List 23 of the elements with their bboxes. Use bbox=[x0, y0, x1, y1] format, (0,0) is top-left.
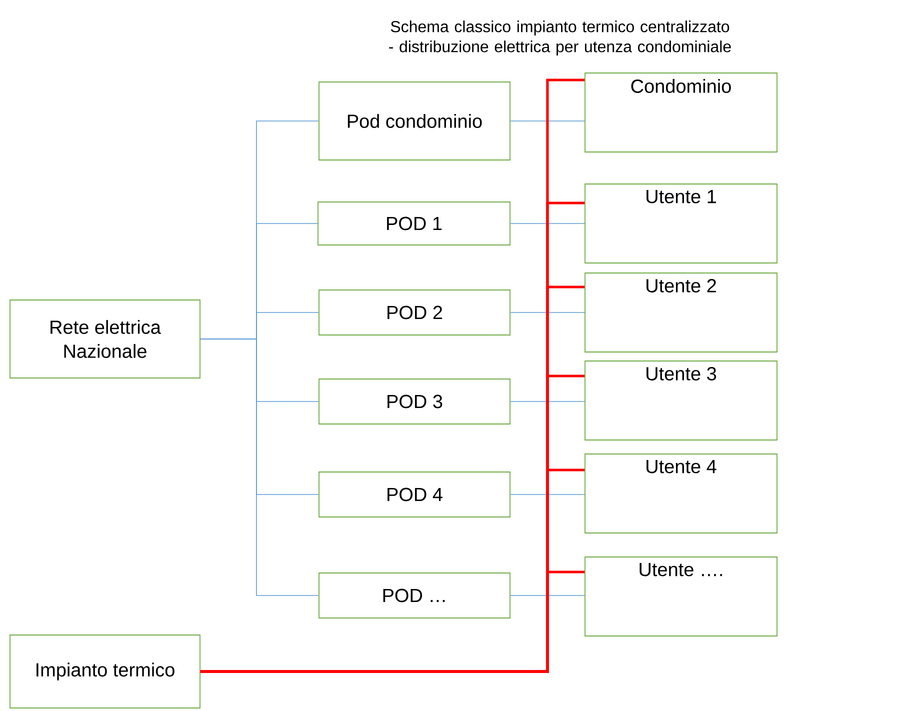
user-box: Utente …. bbox=[584, 556, 778, 636]
meter-box: POD 4 bbox=[318, 472, 510, 518]
connector-line bbox=[200, 338, 319, 596]
plant-box: Impianto termico bbox=[10, 634, 200, 708]
meter-box: POD 3 bbox=[318, 378, 510, 424]
connector-line bbox=[510, 223, 585, 224]
connector-line bbox=[510, 120, 585, 122]
source-box: Rete elettrica Nazionale bbox=[10, 300, 200, 378]
meter-box: POD … bbox=[318, 572, 510, 618]
connector-line bbox=[510, 595, 585, 596]
connector-line bbox=[200, 570, 585, 673]
user-box: Condominio bbox=[584, 72, 778, 152]
user-box: Utente 4 bbox=[584, 454, 778, 534]
meter-box: Pod condominio bbox=[318, 82, 510, 160]
connector-line bbox=[510, 312, 585, 313]
meter-box: POD 1 bbox=[318, 202, 510, 246]
user-box: Utente 1 bbox=[584, 184, 778, 264]
connector-line bbox=[510, 401, 585, 402]
user-box: Utente 3 bbox=[584, 360, 778, 440]
title: Schema classico impianto termico centralizzato - distribuzione elettrica per utenza condominiale bbox=[389, 20, 731, 56]
connector-line bbox=[510, 494, 585, 495]
user-box: Utente 2 bbox=[584, 272, 778, 352]
meter-box: POD 2 bbox=[318, 290, 510, 336]
